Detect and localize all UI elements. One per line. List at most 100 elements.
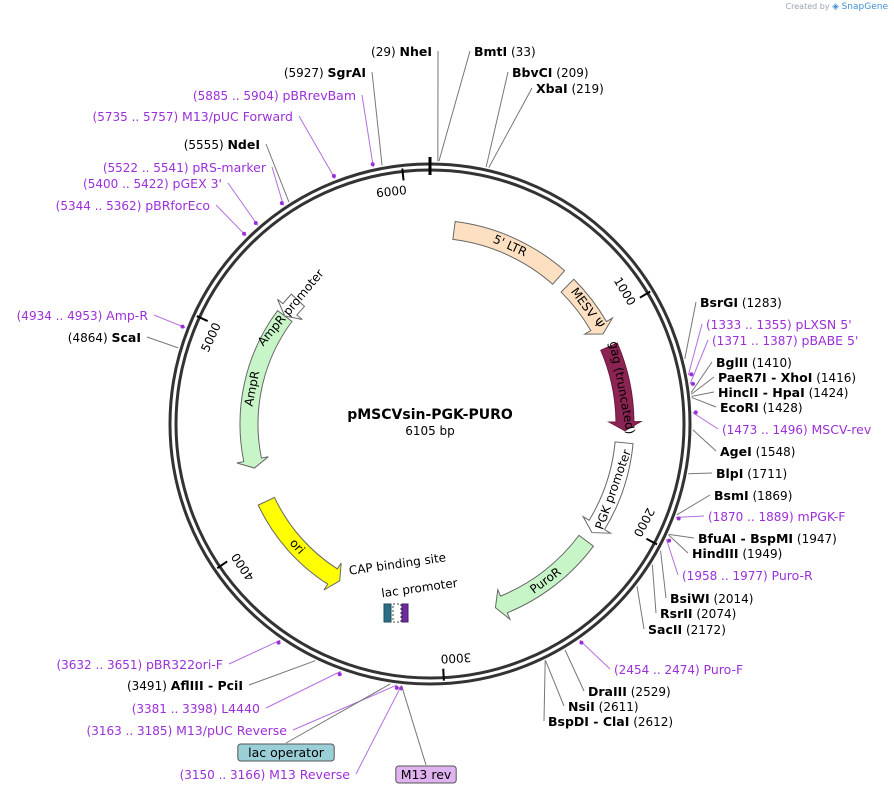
label-pos-pbrrevbam: (5885 .. 5904) [193,89,283,103]
label-sgrai: (5927) SgrAI [284,65,366,80]
label-name-pgex-3: pGEX 3' [173,176,222,191]
label-mscv-rev: (1473 .. 1496) MSCV-rev [722,422,872,437]
label-paer7i-xhoi: PaeR7I - XhoI (1416) [718,370,856,385]
label-name-puro-f: Puro-F [704,662,744,677]
credit-prefix: Created by [785,2,830,11]
primer-site-prs-marker [279,201,284,206]
label-draiii: DraIII (2529) [588,684,671,699]
plasmid-size: 6105 bp [405,424,455,438]
label-pos-pbr322ori-f: (3632 .. 3651) [56,658,146,672]
label-rsrii: RsrII (2074) [660,606,736,621]
label-hindiii: HindIII (1949) [692,546,782,561]
primer-site-mscv-rev [693,410,698,415]
primer-site-m13-puc-reverse [394,685,399,690]
label-sacii: SacII (2172) [648,622,726,637]
label-name-bsmi: BsmI [714,488,749,503]
label-name-xbai: XbaI [536,81,568,96]
label-pos-xbai: (219) [568,82,604,96]
label-bsmi: BsmI (1869) [714,488,792,503]
leader-line-bbvci [485,71,509,168]
label-l4440: (3381 .. 3398) L4440 [132,701,260,716]
label-bsiwi: BsiWI (2014) [670,591,753,606]
label-pos-ecori: (1428) [759,401,803,415]
label-pbr322ori-f: (3632 .. 3651) pBR322ori-F [56,657,223,672]
label-xbai: XbaI (219) [536,81,604,96]
label-pos-pgex-3: (5400 .. 5422) [83,177,173,191]
tick-mark-2000 [645,537,658,546]
label-mpgk-f: (1870 .. 1889) mPGK-F [708,509,846,524]
leader-line-draiii [564,649,585,692]
feature-mesv [560,278,614,335]
tick-label-5000: 5000 [198,320,224,354]
label-pos-l4440: (3381 .. 3398) [132,702,222,716]
label-pos-ndei: (5555) [184,138,228,152]
label-pos-bsiwi: (2014) [710,592,754,606]
primer-site-pbrrevbam [370,162,375,167]
label-pos-afliii-pcii: (3491) [127,679,171,693]
label-name-sgrai: SgrAI [328,65,366,80]
label-pos-sgrai: (5927) [284,66,328,80]
label-name-bsiwi: BsiWI [670,591,710,606]
tick-label-3000: 3000 [440,650,471,666]
leader-line-agei [692,429,717,452]
label-hincii-hpai: HincII - HpaI (1424) [718,385,848,400]
label-nsii: NsiI (2611) [568,699,639,714]
label-pos-mpgk-f: (1870 .. 1889) [708,510,798,524]
leader-line-ecori [691,396,717,408]
feature-ori [257,496,342,591]
feature-ampr-promoter [277,293,306,321]
leader-line-hincii-hpai [691,391,715,397]
label-pbrforeco: (5344 .. 5362) pBRforEco [56,198,210,213]
feature-puror [494,534,595,621]
tick-mark-3000 [442,668,445,681]
label-name-bbvci: BbvCI [512,65,552,80]
label-name-bmti: BmtI [474,44,507,59]
label-pos-nhei: (29) [371,45,399,59]
leader-line-mscv-rev [692,412,719,430]
tick-label-6000: 6000 [375,183,407,200]
label-m13-reverse: (3150 .. 3166) M13 Reverse [180,767,351,782]
leader-line-afliii-pcii [248,660,316,686]
label-name-prs-marker: pRS-marker [192,160,267,175]
label-name-ecori: EcoRI [720,400,759,415]
leader-line-mpgk-f [675,515,705,518]
label-pos-bspdi-clai: (2612) [629,715,673,729]
tick-mark-1000 [639,290,651,299]
feature-label-ampr: AmpR [242,370,263,408]
box-label-lac-operator: lac operator [248,745,325,760]
leader-line-pbr322ori-f [228,639,281,665]
leader-line-bglii [690,361,713,393]
cap-site-marker [383,603,392,623]
label-name-m13-puc-forward: M13/pUC Forward [182,109,293,124]
leader-line-puro-f [579,639,611,670]
primer-site-pbrforeco [242,231,247,236]
leader-line-paer7i-xhoi [691,376,715,395]
leader-line-pgex-3 [227,182,259,226]
leader-line-bfuai-bspmi [668,533,695,539]
label-name-ndei: NdeI [227,137,260,152]
tick-label-2000: 2000 [631,506,658,540]
leader-line-amp-r [153,314,186,329]
label-m13-puc-forward: (5735 .. 5757) M13/pUC Forward [93,109,293,124]
label-name-amp-r: Amp-R [106,308,148,323]
label-name-hincii-hpai: HincII - HpaI [718,385,805,400]
snapgene-logo: ◈ [832,2,840,12]
label-pos-hindiii: (1949) [739,547,783,561]
label-name-rsrii: RsrII [660,606,693,621]
leader-line-lac-operator [285,683,391,744]
tick-mark-4000 [216,560,228,570]
label-pos-agei: (1548) [752,445,796,459]
primer-site-pbr322ori-f [276,640,281,645]
label-name-m13-reverse: M13 Reverse [269,767,350,782]
primer-site-l4440 [337,672,342,677]
leader-line-scai [146,336,179,349]
label-pos-m13-puc-forward: (5735 .. 5757) [93,110,183,124]
leader-line-pbrforeco [215,204,247,237]
label-name-blpi: BlpI [716,466,743,481]
label-name-l4440: L4440 [221,701,260,716]
feature-label-gag-truncated: gag (truncated) [606,340,637,435]
label-agei: AgeI (1548) [720,444,795,459]
label-amp-r: (4934 .. 4953) Amp-R [17,308,149,323]
leader-line-plxsn-5 [687,323,703,376]
